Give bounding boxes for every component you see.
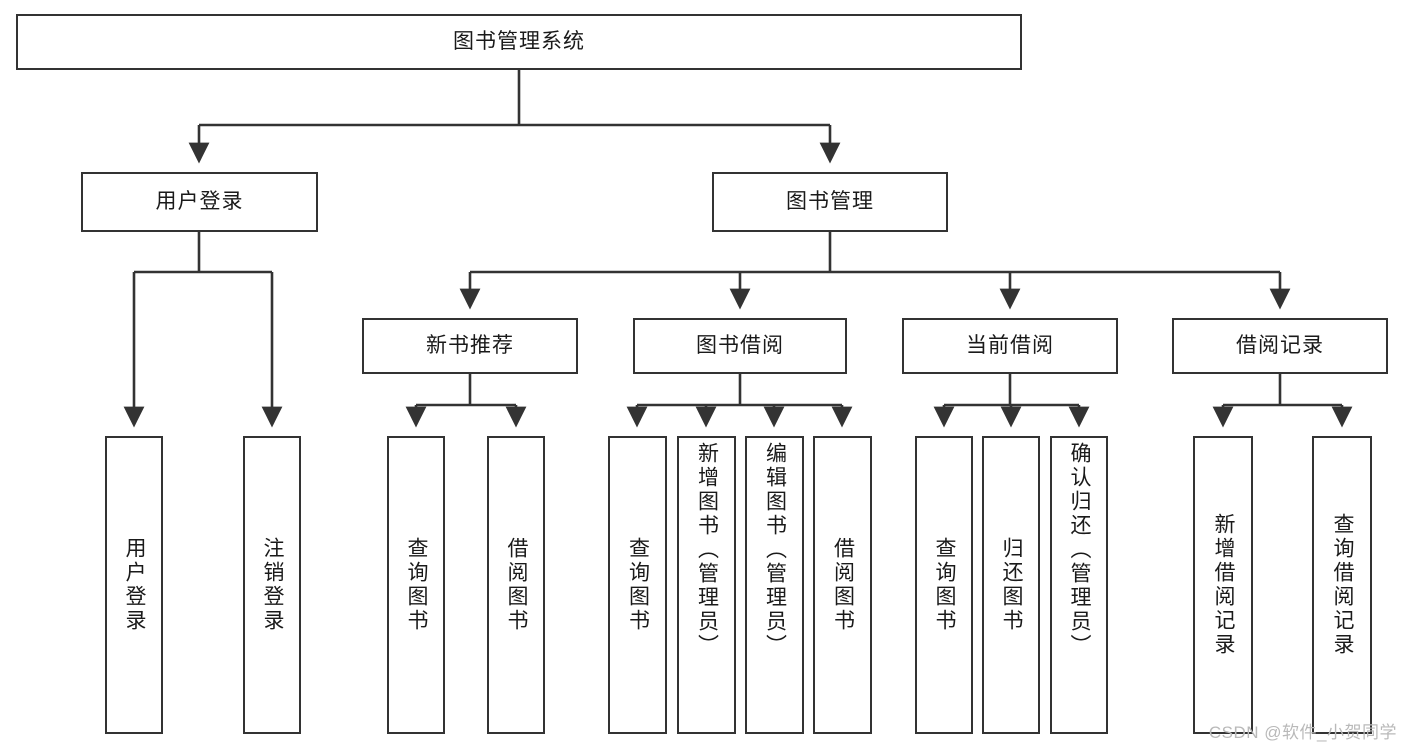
node-leaf-borrow-book-1-label: 借阅图书 <box>505 537 529 633</box>
node-leaf-query-book-2-label: 查询图书 <box>626 537 650 633</box>
node-user-login[interactable]: 用户登录 <box>81 172 318 232</box>
node-leaf-query-borrow-record[interactable]: 查询借阅记录 <box>1312 436 1372 734</box>
node-root[interactable]: 图书管理系统 <box>16 14 1022 70</box>
node-leaf-return-book-label: 归还图书 <box>1000 537 1024 633</box>
node-leaf-logout-label: 注销登录 <box>261 537 285 633</box>
node-leaf-logout[interactable]: 注销登录 <box>243 436 301 734</box>
node-leaf-add-borrow-record-label: 新增借阅记录 <box>1212 513 1236 657</box>
node-leaf-confirm-return[interactable]: 确认归还（管理员） <box>1050 436 1108 734</box>
watermark: CSDN @软件_小贺同学 <box>1208 723 1397 742</box>
node-leaf-query-book-3[interactable]: 查询图书 <box>915 436 973 734</box>
node-user-login-label: 用户登录 <box>155 189 244 213</box>
node-book-management[interactable]: 图书管理 <box>712 172 948 232</box>
node-leaf-add-book[interactable]: 新增图书（管理员） <box>677 436 736 734</box>
node-borrow-record[interactable]: 借阅记录 <box>1172 318 1388 374</box>
node-leaf-query-borrow-record-label: 查询借阅记录 <box>1331 513 1355 657</box>
node-leaf-user-login[interactable]: 用户登录 <box>105 436 163 734</box>
node-new-book-recommend-label: 新书推荐 <box>426 333 514 357</box>
node-leaf-borrow-book-2[interactable]: 借阅图书 <box>813 436 872 734</box>
node-leaf-add-book-label: 新增图书（管理员） <box>695 442 719 658</box>
node-leaf-confirm-return-label: 确认归还（管理员） <box>1068 442 1092 658</box>
node-current-borrow[interactable]: 当前借阅 <box>902 318 1118 374</box>
node-new-book-recommend[interactable]: 新书推荐 <box>362 318 578 374</box>
node-leaf-user-login-label: 用户登录 <box>123 537 147 633</box>
node-book-borrow[interactable]: 图书借阅 <box>633 318 847 374</box>
node-leaf-borrow-book-2-label: 借阅图书 <box>831 537 855 633</box>
node-current-borrow-label: 当前借阅 <box>966 333 1054 357</box>
node-book-management-label: 图书管理 <box>786 189 874 213</box>
node-leaf-edit-book-label: 编辑图书（管理员） <box>763 442 787 658</box>
node-leaf-return-book[interactable]: 归还图书 <box>982 436 1040 734</box>
node-leaf-edit-book[interactable]: 编辑图书（管理员） <box>745 436 804 734</box>
node-leaf-query-book-1-label: 查询图书 <box>405 537 429 633</box>
node-leaf-borrow-book-1[interactable]: 借阅图书 <box>487 436 545 734</box>
node-book-borrow-label: 图书借阅 <box>696 333 784 357</box>
node-leaf-add-borrow-record[interactable]: 新增借阅记录 <box>1193 436 1253 734</box>
node-leaf-query-book-2[interactable]: 查询图书 <box>608 436 667 734</box>
node-borrow-record-label: 借阅记录 <box>1236 333 1324 357</box>
node-leaf-query-book-1[interactable]: 查询图书 <box>387 436 445 734</box>
node-root-label: 图书管理系统 <box>453 29 585 53</box>
node-leaf-query-book-3-label: 查询图书 <box>933 537 957 633</box>
